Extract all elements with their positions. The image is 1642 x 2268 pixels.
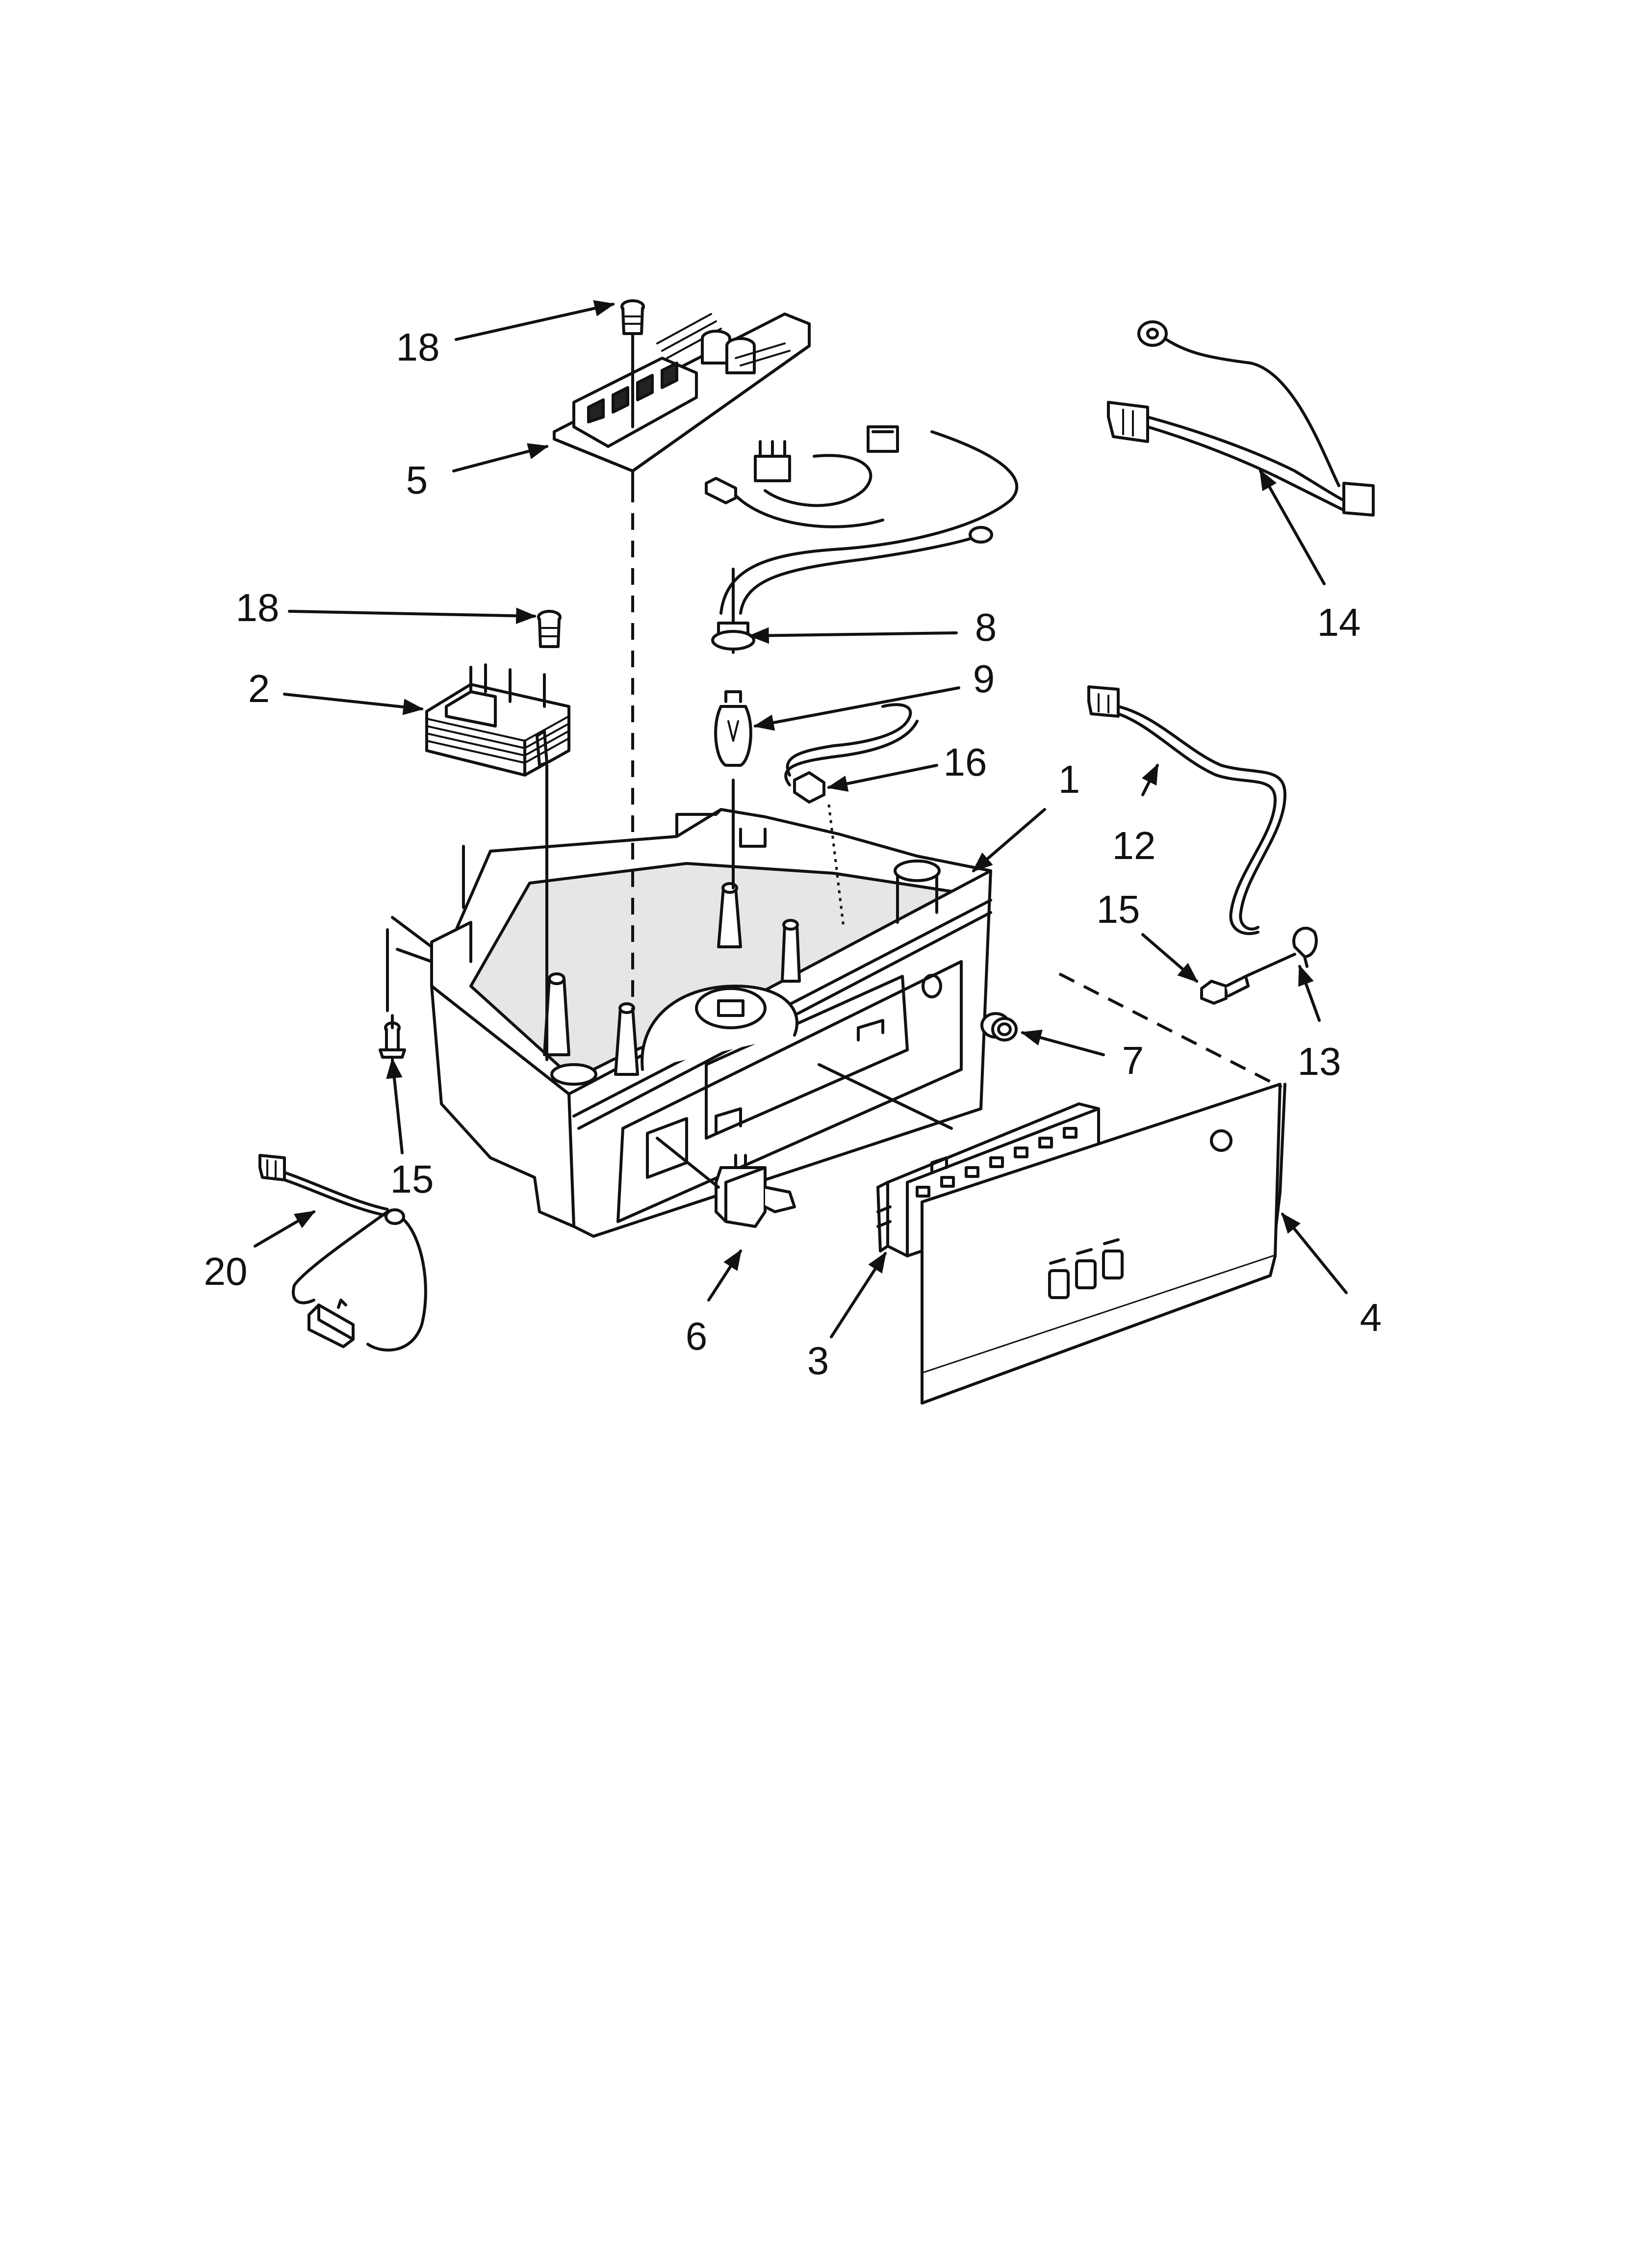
callout-20: 20 [204,1250,248,1293]
callout-2: 2 [248,667,270,710]
control-board-part-5 [553,313,811,487]
control-panel-overlay-part-4 [921,1083,1286,1405]
callout-1: 1 [1058,757,1080,801]
lamp-bulb-part-9 [714,690,752,767]
screw-part-18-middle [537,610,562,648]
callout-15: 15 [1097,887,1140,931]
transformer-part-2 [425,663,570,1061]
callout-12: 12 [1112,824,1156,867]
grommet-part-7 [980,1012,1018,1042]
callout-6: 6 [686,1314,708,1358]
screw-part-15-right [1200,975,1250,1005]
callout-labels: 18 5 18 2 8 9 16 1 14 12 15 13 7 15 20 6… [204,325,1382,1382]
lamp-socket-harness-part-8 [705,425,1019,651]
clip-part-13 [1244,927,1318,978]
screw-part-15-left [379,1014,406,1059]
callout-18: 18 [396,325,440,369]
callout-8: 8 [975,605,997,649]
callout-18: 18 [236,586,280,629]
thermistor-part-16 [784,703,919,804]
wire-harness-part-12 [1087,685,1286,936]
switch-part-6 [656,1137,796,1228]
callout-5: 5 [406,458,428,502]
callout-14: 14 [1317,600,1361,644]
callout-13: 13 [1298,1040,1341,1083]
callout-9: 9 [973,657,995,701]
callout-4: 4 [1360,1296,1382,1339]
callout-3: 3 [807,1339,829,1382]
callout-7: 7 [1122,1039,1144,1082]
screw-part-18-top [620,299,645,428]
callout-15: 15 [390,1157,434,1201]
callout-16: 16 [944,740,987,784]
wire-harness-part-14 [1107,320,1375,517]
control-housing-part-1 [386,808,992,1238]
leader-arrows [254,300,1348,1338]
sensor-harness-part-20 [258,1154,427,1352]
